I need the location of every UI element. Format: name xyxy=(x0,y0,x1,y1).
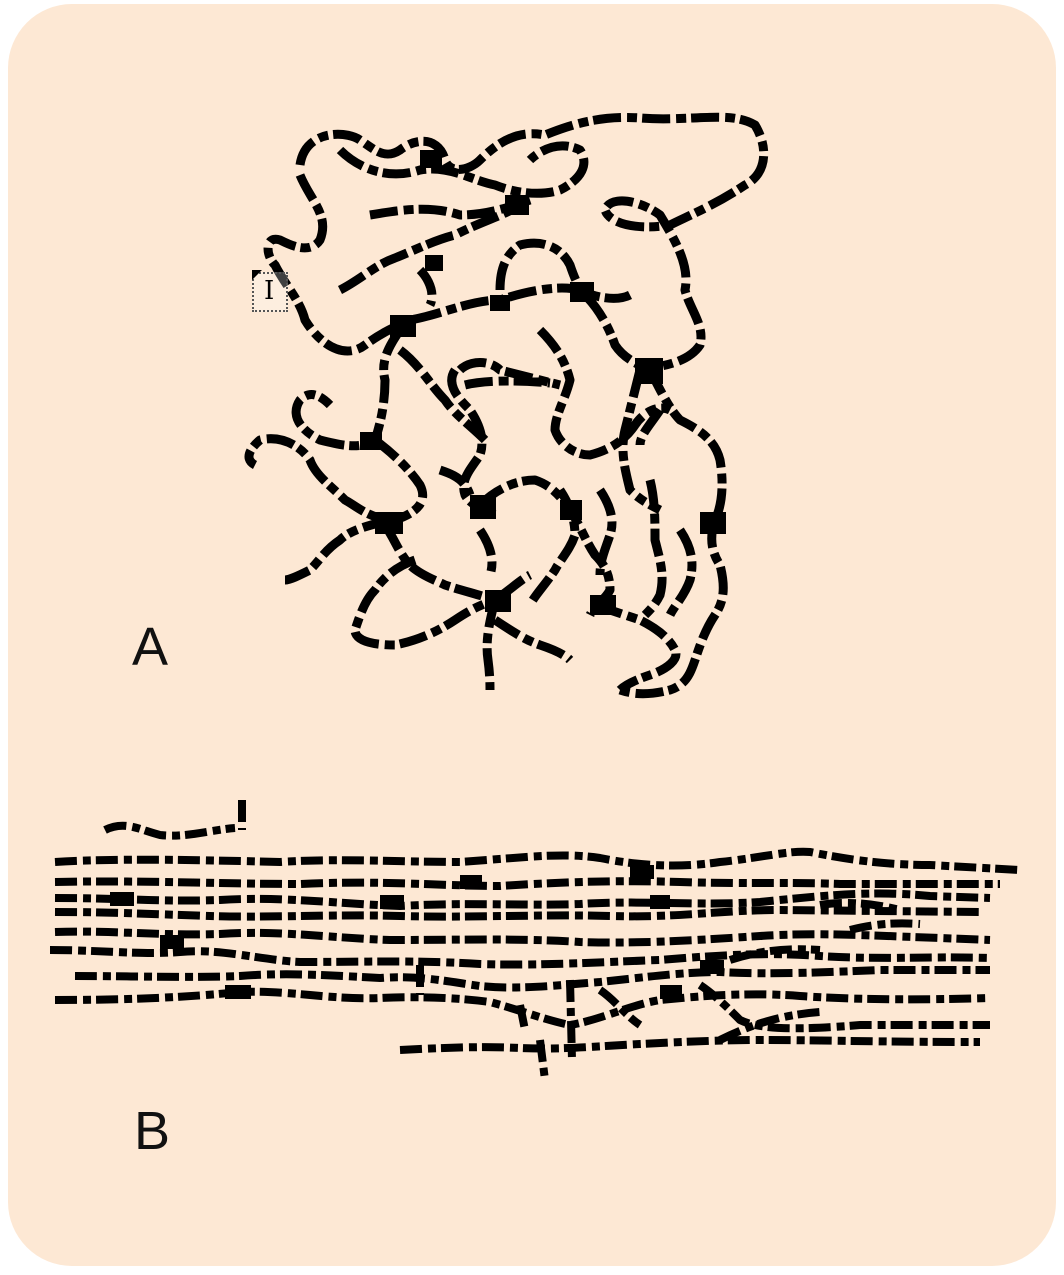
crosslink-node xyxy=(460,875,482,889)
panel-label-b: B xyxy=(134,1104,170,1158)
disulfide-node xyxy=(470,495,496,519)
fibrous-chain-11 xyxy=(420,965,990,1080)
disulfide-node xyxy=(490,295,510,311)
fibrous-chain-1 xyxy=(105,800,242,836)
disulfide-node xyxy=(505,195,529,215)
fibrous-chain-3 xyxy=(55,881,1000,886)
fibrous-chain-6 xyxy=(55,932,990,943)
disulfide-node xyxy=(590,595,616,615)
disulfide-node xyxy=(420,150,442,168)
fibrous-chain-2 xyxy=(55,852,1020,870)
crosslink-node xyxy=(160,935,184,949)
globular-chain-2 xyxy=(268,175,630,351)
disulfide-node xyxy=(425,255,443,271)
i-beam-icon: I xyxy=(264,278,274,304)
pointer-arrow-icon xyxy=(252,270,262,280)
fibrous-chain-8 xyxy=(75,970,990,987)
crosslink-node xyxy=(225,985,251,999)
disulfide-node xyxy=(700,512,726,534)
fibrous-chain-5 xyxy=(55,910,980,917)
text-cursor-icon: I xyxy=(252,272,288,312)
crosslink-node xyxy=(660,985,682,999)
crosslink-node xyxy=(380,895,404,909)
crosslink-node xyxy=(630,865,654,879)
crosslink-node xyxy=(650,895,670,909)
disulfide-node xyxy=(360,432,382,450)
disulfide-node xyxy=(390,315,416,337)
fibrous-chain-10 xyxy=(400,1040,980,1050)
disulfide-node xyxy=(485,590,511,612)
disulfide-node xyxy=(570,282,594,302)
fibrous-chain-7 xyxy=(50,950,990,965)
crosslink-node xyxy=(700,960,724,974)
disulfide-node xyxy=(635,358,663,384)
crosslink-node xyxy=(110,892,134,906)
disulfide-node xyxy=(560,500,582,520)
globular-chain-6 xyxy=(249,330,423,520)
globular-chain-15 xyxy=(420,270,692,615)
disulfide-node xyxy=(375,512,403,534)
globular-chain-8 xyxy=(400,330,670,455)
panel-label-a: A xyxy=(132,620,168,674)
